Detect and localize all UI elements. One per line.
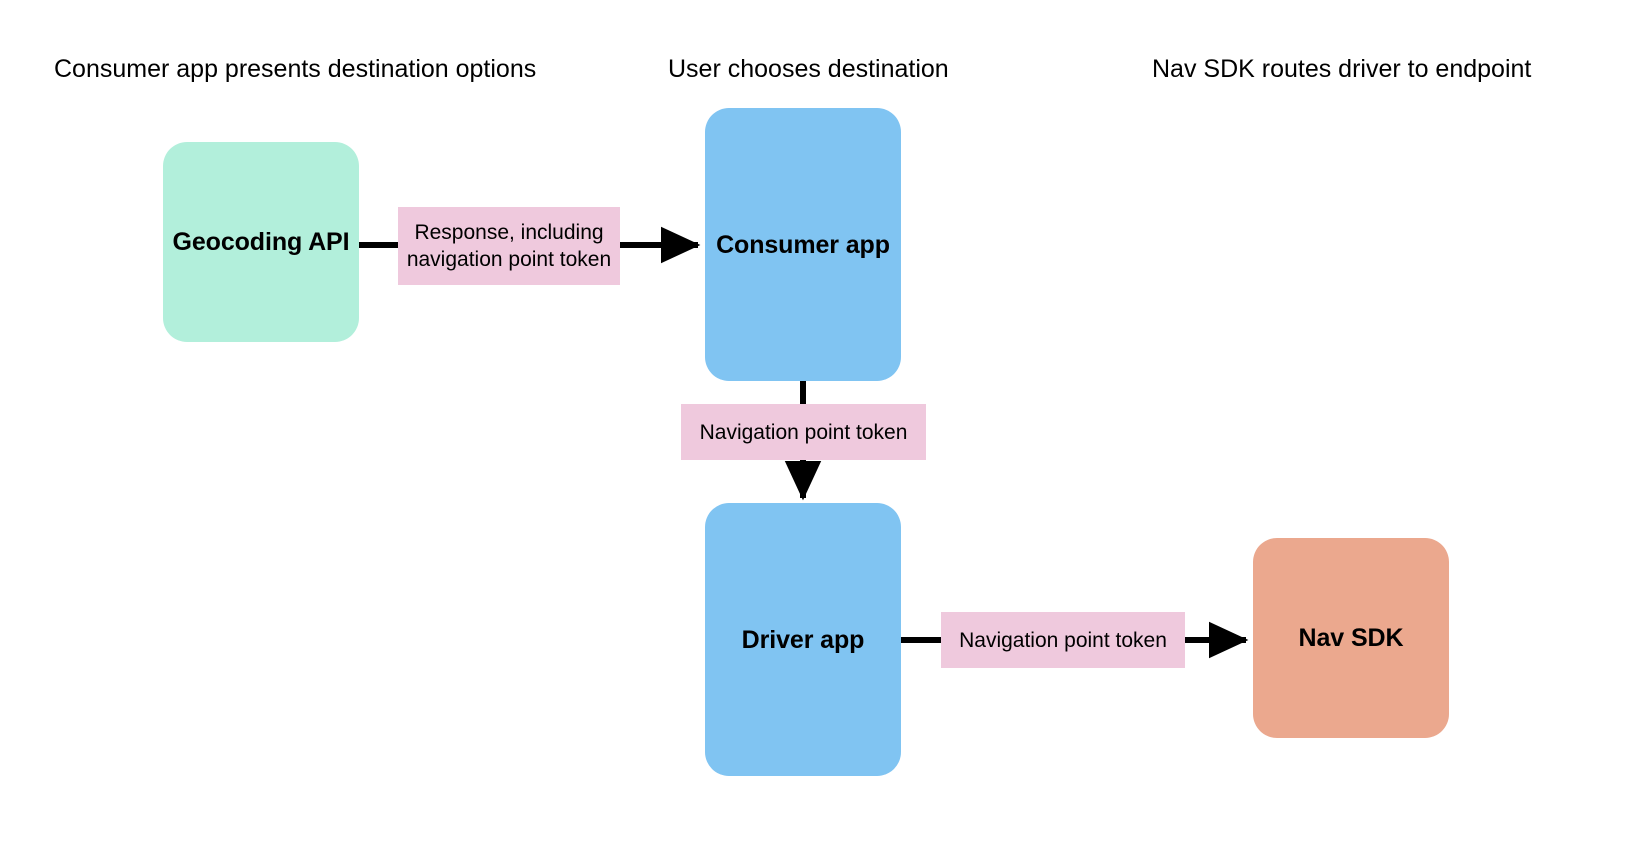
- edge-label-response-text: Response, including navigation point tok…: [406, 221, 612, 271]
- edge-label-navigation-point-token-consumer-driver: Navigation point token: [681, 404, 926, 460]
- node-geocoding-api[interactable]: Geocoding API: [163, 142, 359, 342]
- edge-label-navigation-point-token-driver-navsdk: Navigation point token: [941, 612, 1185, 668]
- edge-label-navigation-point-token-text-2: Navigation point token: [959, 628, 1167, 652]
- edge-label-navigation-point-token-text-1: Navigation point token: [699, 420, 908, 444]
- node-nav-sdk[interactable]: Nav SDK: [1253, 538, 1449, 738]
- node-driver-app[interactable]: Driver app: [705, 503, 901, 776]
- edge-label-response-including-navigation-point-token: Response, including navigation point tok…: [398, 207, 620, 285]
- column-header-user-chooses: User chooses destination: [668, 55, 949, 83]
- node-geocoding-api-label: Geocoding API: [172, 228, 350, 256]
- column-header-consumer-options: Consumer app presents destination option…: [54, 55, 537, 83]
- node-driver-app-label: Driver app: [741, 625, 865, 654]
- node-consumer-app-label: Consumer app: [716, 230, 890, 259]
- column-header-nav-routes: Nav SDK routes driver to endpoint: [1152, 55, 1532, 83]
- node-consumer-app[interactable]: Consumer app: [705, 108, 901, 381]
- node-nav-sdk-label: Nav SDK: [1298, 624, 1404, 652]
